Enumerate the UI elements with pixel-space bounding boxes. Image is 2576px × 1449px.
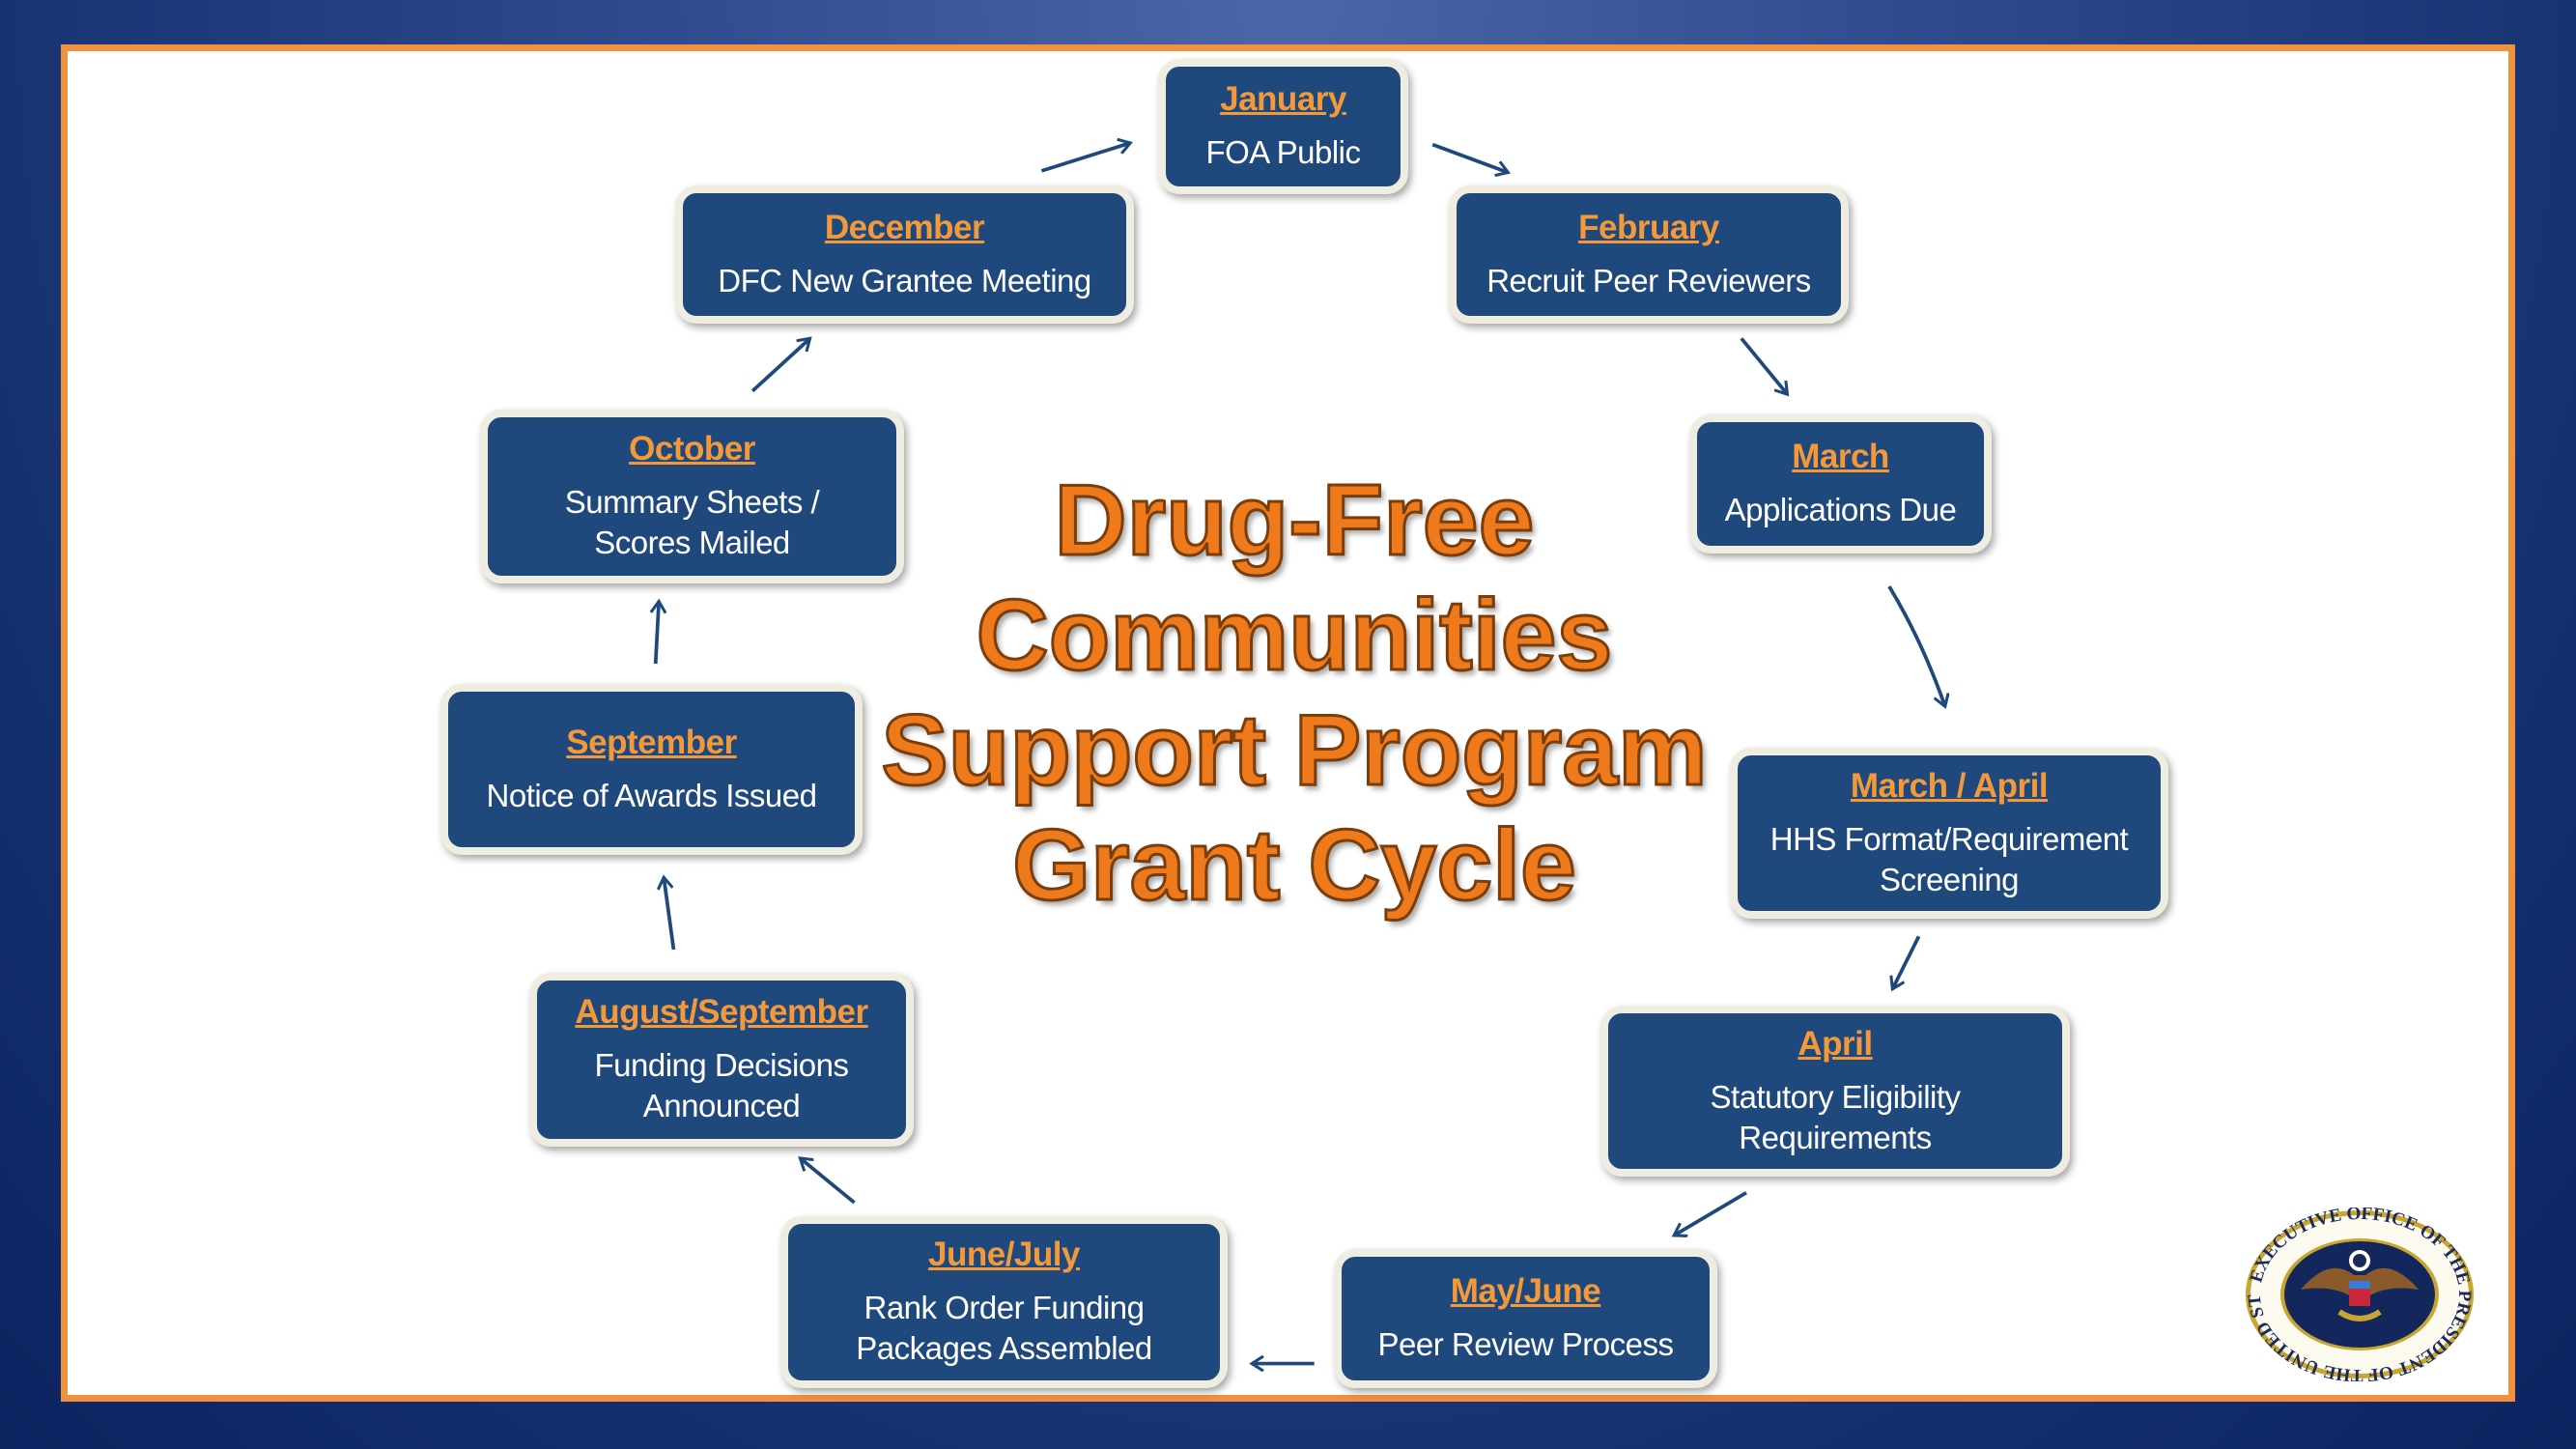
step-desc: HHS Format/Requirement [1769, 820, 2129, 857]
step-month: March [1792, 438, 1889, 475]
step-desc: Funding Decisions [594, 1047, 849, 1083]
step-month: February [1578, 208, 1719, 246]
title-line: Support Program [880, 694, 1709, 809]
step-desc: Packages Assembled [856, 1330, 1152, 1366]
step-april: April Statutory Eligibility Requirements [1600, 1006, 2070, 1177]
title-line: Grant Cycle [1011, 809, 1578, 923]
step-desc: Statutory Eligibility [1710, 1078, 1961, 1115]
step-august-september: August/September Funding Decisions Annou… [529, 973, 914, 1147]
arrow-feb-mar [1740, 337, 1788, 394]
step-desc: Applications Due [1724, 492, 1957, 527]
step-october: October Summary Sheets / Scores Mailed [480, 410, 904, 583]
arrow-junejuly-aug [800, 1158, 856, 1205]
arrow-oct-dec [750, 338, 810, 393]
step-january: January FOA Public [1158, 59, 1408, 194]
step-month: April [1798, 1024, 1873, 1063]
step-desc: Rank Order Funding [863, 1290, 1145, 1325]
title-line: Drug-Free [1053, 464, 1536, 579]
step-desc: FOA Public [1205, 134, 1361, 170]
step-june-july: June/July Rank Order Funding Packages As… [780, 1216, 1228, 1388]
step-desc: Notice of Awards Issued [486, 777, 817, 813]
arrow-jan-feb [1431, 142, 1508, 173]
step-month: January [1220, 80, 1346, 118]
step-desc: DFC New Grantee Meeting [718, 262, 1091, 298]
step-month: December [824, 208, 985, 246]
arrow-sept-oct [656, 601, 659, 665]
step-desc: Scores Mailed [594, 525, 790, 560]
arrow-mar-marapr [1887, 585, 1945, 706]
step-february: February Recruit Peer Reviewers [1449, 185, 1849, 324]
step-desc: Requirements [1739, 1119, 1932, 1155]
step-march-april: March / April HHS Format/Requirement Scr… [1730, 748, 2168, 919]
step-month: October [629, 430, 755, 468]
arrow-marapr-apr [1892, 935, 1921, 988]
step-december: December DFC New Grantee Meeting [675, 185, 1134, 324]
step-month: August/September [575, 993, 868, 1031]
arrow-dec-jan [1040, 143, 1130, 173]
step-september: September Notice of Awards Issued [440, 684, 863, 855]
eop-seal-logo: EXECUTIVE OFFICE OF THE PRESIDENT OF THE… [2243, 1208, 2475, 1381]
arrow-apr-mayjune [1674, 1191, 1747, 1236]
step-desc: Screening [1879, 861, 2020, 897]
title-line: Communities [975, 579, 1614, 694]
step-month: June/July [928, 1236, 1080, 1273]
step-month: May/June [1450, 1272, 1601, 1310]
arrow-aug-sept [664, 877, 676, 951]
step-desc: Peer Review Process [1377, 1326, 1674, 1362]
step-month: September [566, 723, 737, 761]
step-desc: Announced [642, 1088, 801, 1123]
diagram-title: Drug-Free Communities Support Program Gr… [840, 464, 1748, 923]
step-may-june: May/June Peer Review Process [1334, 1249, 1717, 1388]
step-desc: Recruit Peer Reviewers [1486, 262, 1811, 298]
step-month: March / April [1850, 766, 2049, 805]
step-desc: Summary Sheets / [564, 484, 820, 520]
step-march: March Applications Due [1689, 414, 1992, 554]
